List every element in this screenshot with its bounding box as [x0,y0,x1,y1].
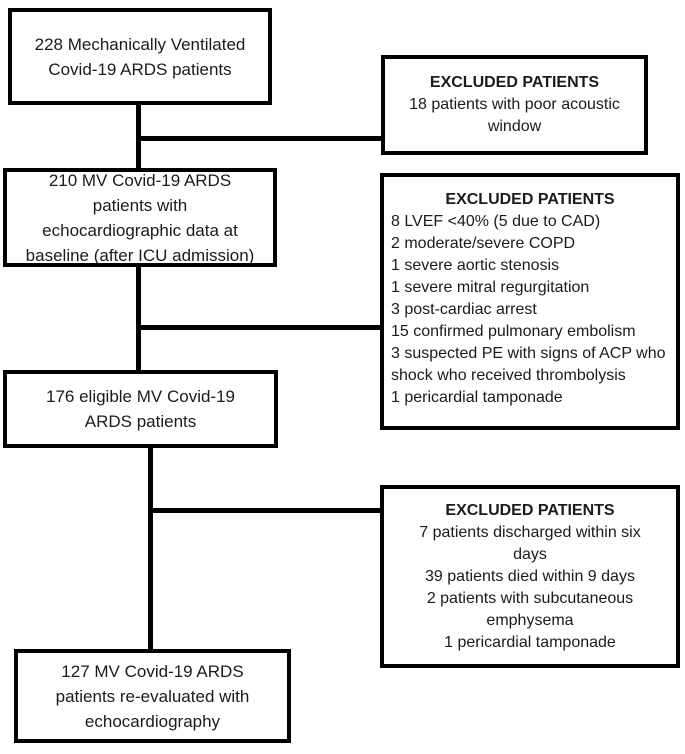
flow-box-text: 210 MV Covid-19 ARDS patients with echocar… [26,168,255,268]
text-line: echocardiographic data at [42,220,238,240]
excluded-items: 7 patients discharged within six days 39 … [406,522,654,654]
excluded-items: 18 patients with poor acoustic window [395,94,634,138]
text-line: 2 moderate/severe COPD [391,235,576,252]
excluded-box-followup-exclusions: EXCLUDED PATIENTS 7 patients discharged … [380,485,680,668]
connector-branch-3 [150,508,382,513]
connector-branch-1 [138,136,383,141]
excluded-title: EXCLUDED PATIENTS [445,191,615,208]
text-line: echocardiography [84,711,221,731]
text-line: 8 LVEF <40% (5 due to CAD) [391,213,601,230]
text-line: 7 patients discharged within six days [419,523,641,563]
text-line: 1 severe aortic stenosis [391,257,560,274]
connector-vertical-3 [148,444,153,652]
text-line: 15 confirmed pulmonary embolism [391,323,636,340]
text-line: 1 pericardial tamponade [444,633,616,651]
text-line: 1 pericardial tamponade [391,389,563,406]
text-line: Covid-19 ARDS patients [48,59,232,79]
connector-vertical-2 [136,263,141,373]
flow-box-127-reevaluated: 127 MV Covid-19 ARDS patients re-evaluate… [14,649,291,743]
text-line: 127 MV Covid-19 ARDS [61,661,244,681]
flow-box-210-echo-baseline: 210 MV Covid-19 ARDS patients with echocar… [3,168,277,267]
text-line: 18 patients with poor acoustic window [409,96,620,135]
text-line: 3 suspected PE with signs of ACP who sho… [391,345,666,384]
excluded-box-acoustic-window: EXCLUDED PATIENTS 18 patients with poor … [381,55,648,155]
excluded-box-baseline-exclusions: EXCLUDED PATIENTS 8 LVEF <40% (5 due to … [380,173,680,430]
text-line: 39 patients died within 9 days [425,567,635,585]
text-line: 3 post-cardiac arrest [391,301,537,318]
text-line: 1 severe mitral regurgitation [391,279,590,296]
flow-box-text: 127 MV Covid-19 ARDS patients re-evaluate… [56,659,250,734]
text-line: baseline (after ICU admission) [25,245,255,265]
text-line: patients with [92,195,188,215]
text-line: patients re-evaluated with [55,686,250,706]
text-line: ARDS patients [84,412,197,431]
text-line: 2 patients with subcutaneous emphysema [426,589,634,629]
excluded-items: 8 LVEF <40% (5 due to CAD) 2 moderate/sev… [389,211,671,409]
excluded-title: EXCLUDED PATIENTS [445,501,615,519]
text-line: 228 Mechanically Ventilated [34,34,246,54]
excluded-title: EXCLUDED PATIENTS [429,74,600,91]
text-line: 210 MV Covid-19 ARDS [48,170,232,190]
text-line: 176 eligible MV Covid-19 [46,387,235,406]
connector-branch-2 [138,325,382,330]
